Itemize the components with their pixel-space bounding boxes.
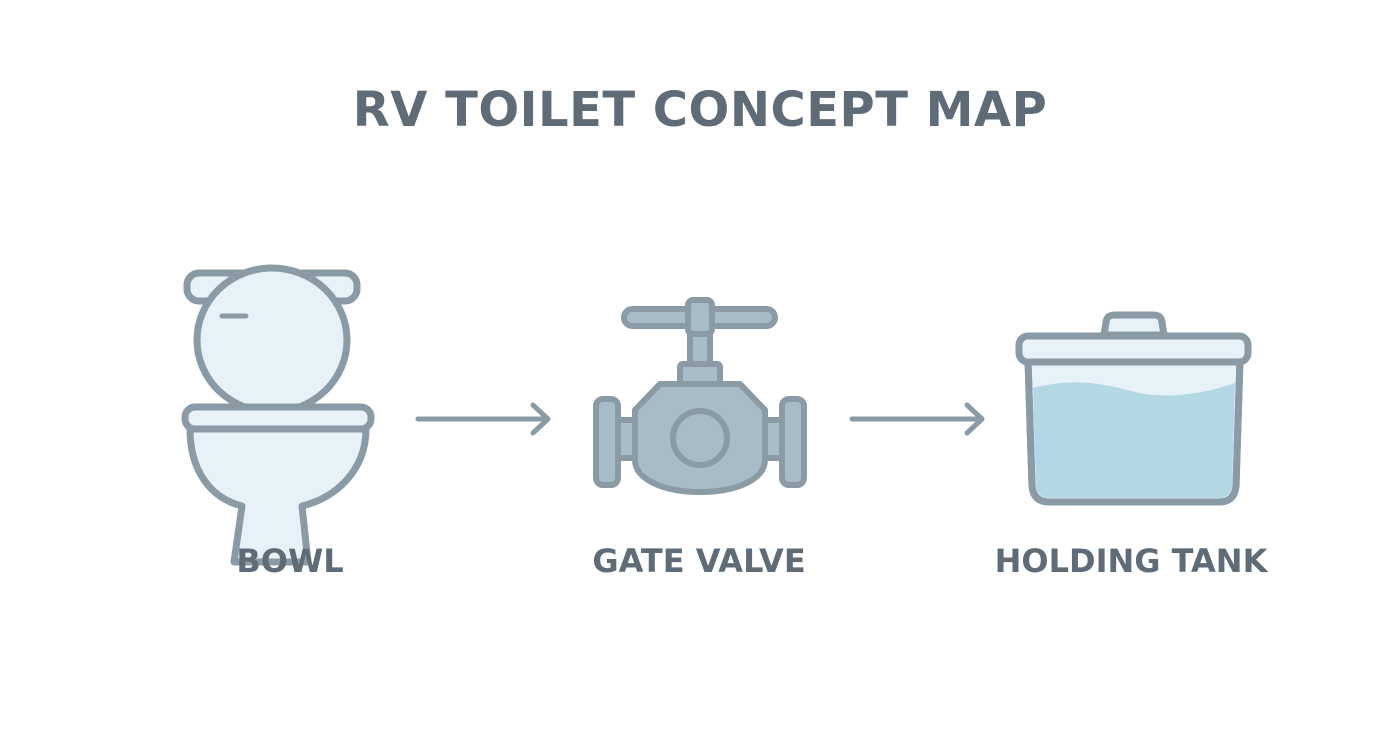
diagram-title: RV TOILET CONCEPT MAP [352, 82, 1048, 138]
node-label-bowl: BOWL [236, 542, 344, 580]
flow-arrow-valve-to-tank [849, 402, 985, 436]
valve-icon [593, 297, 807, 495]
node-label-holding-tank: HOLDING TANK [994, 542, 1268, 580]
toilet-icon [181, 264, 375, 566]
node-label-gate-valve: GATE VALVE [592, 542, 806, 580]
flow-arrow-bowl-to-valve [415, 402, 551, 436]
tank-icon [1015, 311, 1252, 506]
